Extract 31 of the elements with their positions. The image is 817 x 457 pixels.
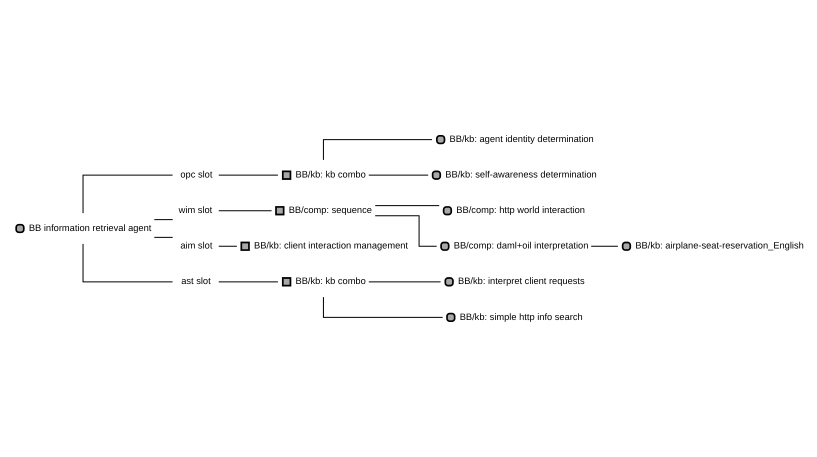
- node-text: opc slot: [180, 170, 212, 180]
- connector: [368, 281, 441, 282]
- node-label: BB/kb: self-awareness determination: [445, 170, 597, 180]
- connector: [218, 246, 237, 247]
- connector: [82, 244, 173, 282]
- node-label: BB/kb: airplane-seat-reservation_English: [635, 240, 804, 251]
- node-text: ast slot: [181, 276, 211, 286]
- connector: [322, 297, 443, 318]
- connector: [375, 205, 440, 206]
- node-label: BB/kb: interpret client requests: [458, 276, 585, 286]
- node-label: BB/kb: client interaction management: [254, 240, 408, 251]
- node-label: BB/kb: simple http info search: [460, 312, 583, 322]
- connector: [375, 215, 437, 247]
- node-text: aim slot: [180, 240, 212, 251]
- node-label: BB/comp: daml+oil interpretation: [454, 240, 588, 251]
- connector: [154, 236, 173, 238]
- connector: [82, 174, 173, 214]
- node-label: BB/kb: kb combo: [296, 170, 366, 180]
- node-label: BB/kb: agent identity determination: [450, 134, 594, 144]
- node-text: wim slot: [178, 205, 212, 216]
- connector: [322, 139, 432, 160]
- connector: [218, 210, 272, 212]
- node-label: BB/comp: http world interaction: [456, 205, 585, 216]
- connector: [591, 246, 618, 247]
- node-label: BB information retrieval agent: [28, 222, 152, 233]
- connector: [218, 174, 278, 176]
- connector: [368, 174, 428, 176]
- connector: [218, 281, 278, 282]
- node-label: BB/kb: kb combo: [296, 276, 366, 286]
- node-label: BB/comp: sequence: [288, 205, 372, 216]
- connector: [154, 219, 173, 220]
